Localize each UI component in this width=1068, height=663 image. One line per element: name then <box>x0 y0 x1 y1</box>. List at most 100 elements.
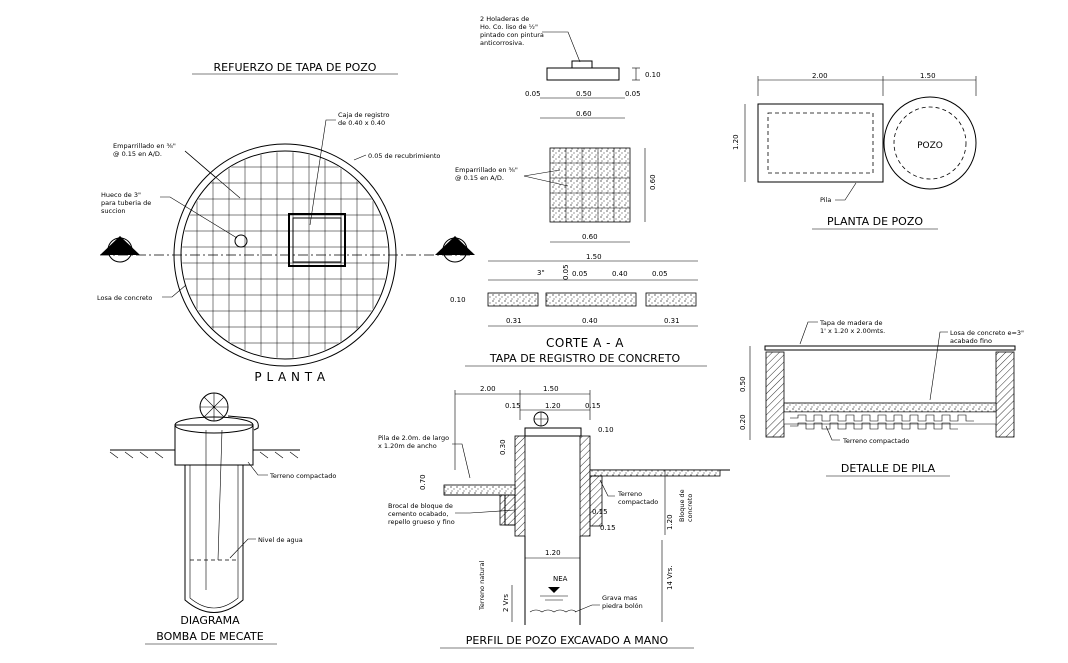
lid-elevation <box>546 67 620 81</box>
label-holaderas-3: pintado con pintura <box>480 31 544 39</box>
dim-120b: 1.20 <box>545 549 561 557</box>
tapa-pozo-title: REFUERZO DE TAPA DE POZO <box>214 61 377 74</box>
dim-015c: 0.15 <box>592 508 608 516</box>
planta-subtitle: P L A N T A <box>254 370 326 384</box>
pozo-label: POZO <box>917 141 943 151</box>
dim-150: 1.50 <box>586 253 602 261</box>
label-tapa-1: Tapa de madera de <box>819 319 883 327</box>
compacted-ground <box>783 411 997 430</box>
label-tapa-2: 1' x 1.20 x 2.00mts. <box>820 327 885 335</box>
pila-slab-profile <box>443 484 516 496</box>
label-bloque-2: concreto <box>686 494 694 522</box>
section-marker-text: A <box>116 244 124 257</box>
label-holaderas-4: anticorrosiva. <box>480 39 524 47</box>
label-emparrillado-r2: @ 0.15 en A/D. <box>455 174 504 182</box>
slab-section-left <box>487 292 539 307</box>
dim-150: 1.50 <box>920 72 936 80</box>
dim-050: 0.50 <box>576 90 592 98</box>
perfil-pozo: 2.00 1.50 0.15 1.20 0.15 0.10 Pila de 2.… <box>378 385 730 649</box>
dim-005c: 0.05 <box>562 264 570 280</box>
pila-wall-left <box>765 351 785 438</box>
label-emparrillado-1: Emparrillado en ⅜" <box>113 142 176 150</box>
dim-031a: 0.31 <box>506 317 522 325</box>
slab-section-right <box>645 292 697 307</box>
bomba-title2: BOMBA DE MECATE <box>156 630 263 643</box>
label-grava-2: piedra bolón <box>602 602 643 610</box>
dim-120: 1.20 <box>545 402 561 410</box>
dim-040: 0.40 <box>612 270 628 278</box>
dim-005d: 0.05 <box>572 270 588 278</box>
corte-label: CORTE A - A <box>546 336 624 350</box>
label-natural: Terreno natural <box>478 560 486 611</box>
registro-detail: 2 Holaderas de Ho. Co. liso de ½" pintad… <box>450 15 707 367</box>
label-holaderas-1: 2 Holaderas de <box>480 15 529 23</box>
label-terreno-2: compactado <box>618 498 658 506</box>
dim-010: 0.10 <box>645 71 661 79</box>
planta-pozo: 2.00 1.50 1.20 POZO Pila PLANTA DE POZO <box>732 72 977 230</box>
dim-031b: 0.31 <box>664 317 680 325</box>
nea-label: NEA <box>553 575 568 583</box>
dim-060-bottom: 0.60 <box>582 233 598 241</box>
bomba-title1: DIAGRAMA <box>180 614 240 627</box>
gravel <box>529 609 577 613</box>
planta-pozo-title: PLANTA DE POZO <box>827 215 923 228</box>
dim-3in: 3" <box>537 269 545 277</box>
pump-spout <box>227 415 259 431</box>
perfil-title: PERFIL DE POZO EXCAVADO A MANO <box>466 634 669 647</box>
water-table-marker <box>548 587 560 593</box>
label-hueco-2: para tuberia de <box>101 199 151 207</box>
pila-terreno: Terreno compactado <box>842 437 909 445</box>
dim-200: 2.00 <box>812 72 828 80</box>
dim-015b: 0.15 <box>585 402 601 410</box>
detalle-pila: Tapa de madera de 1' x 1.20 x 2.00mts. L… <box>739 319 1024 477</box>
dim-060: 0.60 <box>576 110 592 118</box>
bomba-nivel: Nivel de agua <box>258 536 303 544</box>
pozo-inner <box>893 106 967 180</box>
label-brocal-2: cemento ocabado, <box>388 510 448 518</box>
detalle-pila-title: DETALLE DE PILA <box>841 462 936 475</box>
label-hueco-1: Hueco de 3" <box>101 191 141 199</box>
lid-plan <box>549 147 631 223</box>
pump-casing <box>174 424 254 466</box>
pila-slab <box>783 402 997 413</box>
label-terreno-1: Terreno <box>617 490 642 498</box>
dim-200: 2.00 <box>480 385 496 393</box>
dim-005b: 0.05 <box>625 90 641 98</box>
label-pila-2: x 1.20m de ancho <box>378 442 437 450</box>
dim-120: 1.20 <box>732 134 740 150</box>
dim-010b: 0.10 <box>450 296 466 304</box>
label-bloque-1: Bloque de <box>678 489 686 522</box>
tapa-pozo-plan: REFUERZO DE TAPA DE POZO A A Emparrillad… <box>97 61 475 384</box>
label-losa-2: acabado fino <box>950 337 992 345</box>
pozo-outer <box>883 96 977 190</box>
dim-060-side: 0.60 <box>649 174 657 190</box>
rope-right <box>217 429 223 561</box>
label-brocal-1: Brocal de bloque de <box>388 502 453 510</box>
label-recubrimiento: 0.05 de recubrimiento <box>368 152 440 160</box>
dim-120v: 1.20 <box>666 514 674 530</box>
wood-lid <box>764 345 1016 351</box>
section-marker-right: A <box>435 236 475 263</box>
dim-070: 0.70 <box>419 474 427 490</box>
registro-box <box>288 213 346 267</box>
pila-plan <box>757 103 884 183</box>
section-marker-text: A <box>451 244 459 257</box>
registro-title: TAPA DE REGISTRO DE CONCRETO <box>489 352 681 365</box>
well-pipe <box>184 465 244 613</box>
label-emparrillado-2: @ 0.15 en A/D. <box>113 150 162 158</box>
dim-020: 0.20 <box>739 414 747 430</box>
label-holaderas-2: Ho. Co. liso de ½" <box>480 23 538 31</box>
label-caja-1: Caja de registro <box>338 111 389 119</box>
brocal-left <box>514 435 526 537</box>
dim-005e: 0.05 <box>652 270 668 278</box>
dim-015d: 0.15 <box>600 524 616 532</box>
pila-label: Pila <box>820 196 831 204</box>
label-grava-1: Grava mas <box>602 594 638 602</box>
suction-hole <box>234 234 248 248</box>
bomba-terreno: Terreno compactado <box>269 472 336 480</box>
label-pila-1: Pila de 2.0m. de largo <box>378 434 449 442</box>
dim-010: 0.10 <box>598 426 614 434</box>
registro-box-inner <box>292 217 342 263</box>
label-hueco-3: succion <box>101 207 126 215</box>
